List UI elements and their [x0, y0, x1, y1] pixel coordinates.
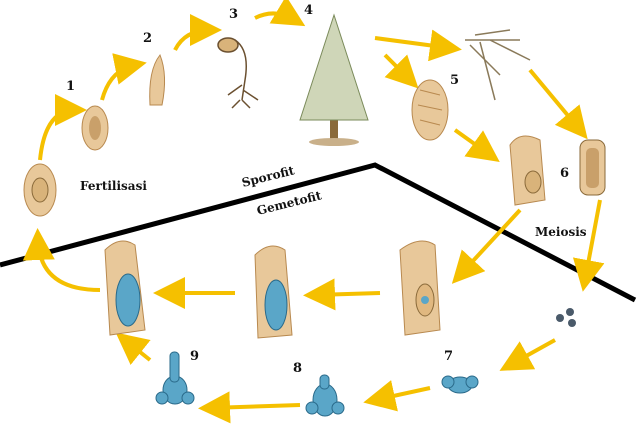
- pollen-cone-branch: [465, 29, 531, 101]
- stage-number-8: 8: [293, 361, 302, 376]
- ovule-archegonia: [104, 240, 146, 336]
- seed-cone: [411, 79, 449, 141]
- stage-number-1: 1: [66, 79, 75, 94]
- meiosis-label: Meiosis: [535, 225, 587, 239]
- ovule-megaspore: [399, 240, 441, 336]
- germinating-pollen-grain: [305, 374, 345, 417]
- pine-tree: [299, 13, 369, 146]
- stage-number-5: 5: [450, 73, 459, 88]
- pollen-grain: [441, 375, 479, 394]
- stage-number-3: 3: [229, 7, 238, 22]
- ovule-scale: [509, 135, 546, 206]
- stage-number-9: 9: [190, 349, 199, 364]
- stage-number-7: 7: [444, 349, 453, 364]
- germinating-seed: [149, 54, 166, 106]
- sporophyte-gametophyte-divider: [0, 162, 637, 303]
- stage-number-2: 2: [143, 31, 152, 46]
- stage-number-6: 6: [560, 166, 569, 181]
- spores: [556, 308, 576, 327]
- stage-number-4: 4: [304, 3, 313, 18]
- pollen-tube: [155, 351, 195, 405]
- cycle-arrows: [22, 0, 605, 424]
- seedling: [217, 37, 259, 109]
- fertilization-label: Fertilisasi: [80, 179, 147, 193]
- ovule-female-gametophyte: [254, 245, 293, 339]
- seed: [81, 105, 109, 151]
- microsporangium: [579, 139, 606, 196]
- fertilized-ovule: [23, 163, 57, 217]
